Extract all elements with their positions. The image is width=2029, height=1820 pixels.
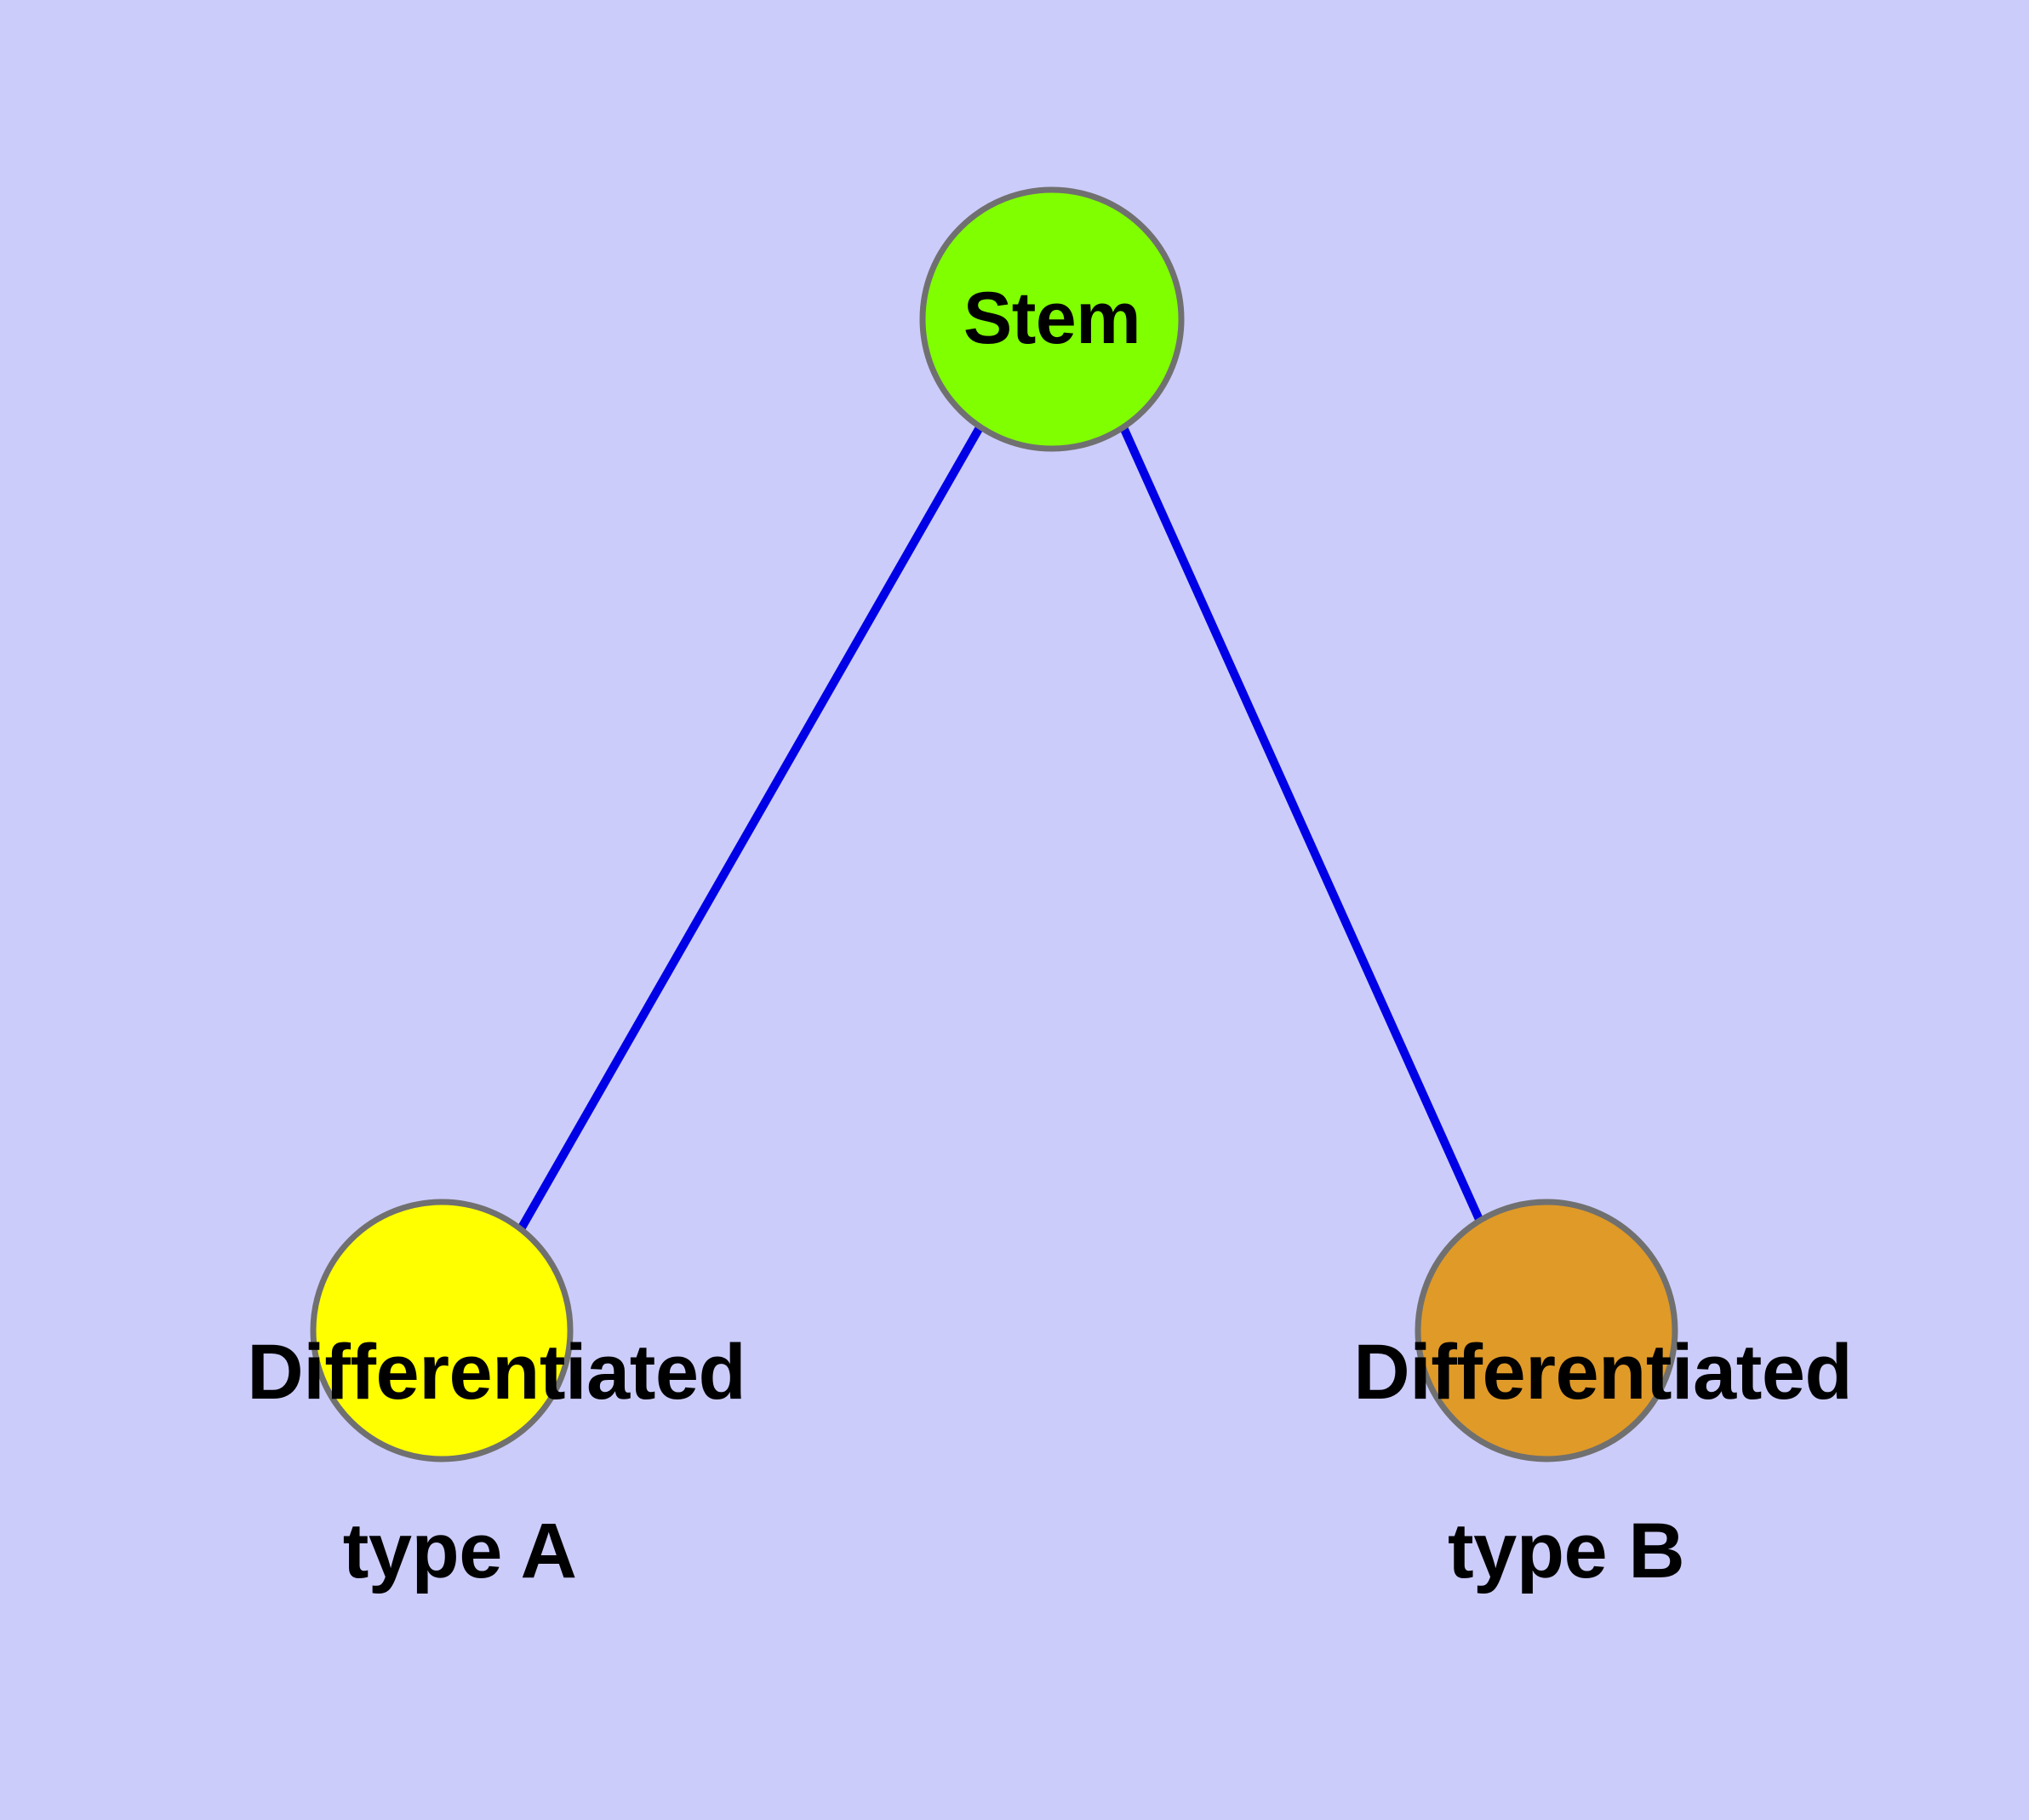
edge-stem-to-differentiated-type-b[interactable] [1119, 425, 1485, 1226]
node-layer [310, 186, 1678, 1462]
node-differentiated-type-b[interactable] [1415, 1199, 1678, 1462]
node-stem[interactable] [919, 186, 1185, 452]
edge-stem-to-differentiated-type-a[interactable] [517, 426, 983, 1230]
edge-layer [517, 425, 1485, 1230]
node-differentiated-type-a[interactable] [310, 1199, 574, 1462]
